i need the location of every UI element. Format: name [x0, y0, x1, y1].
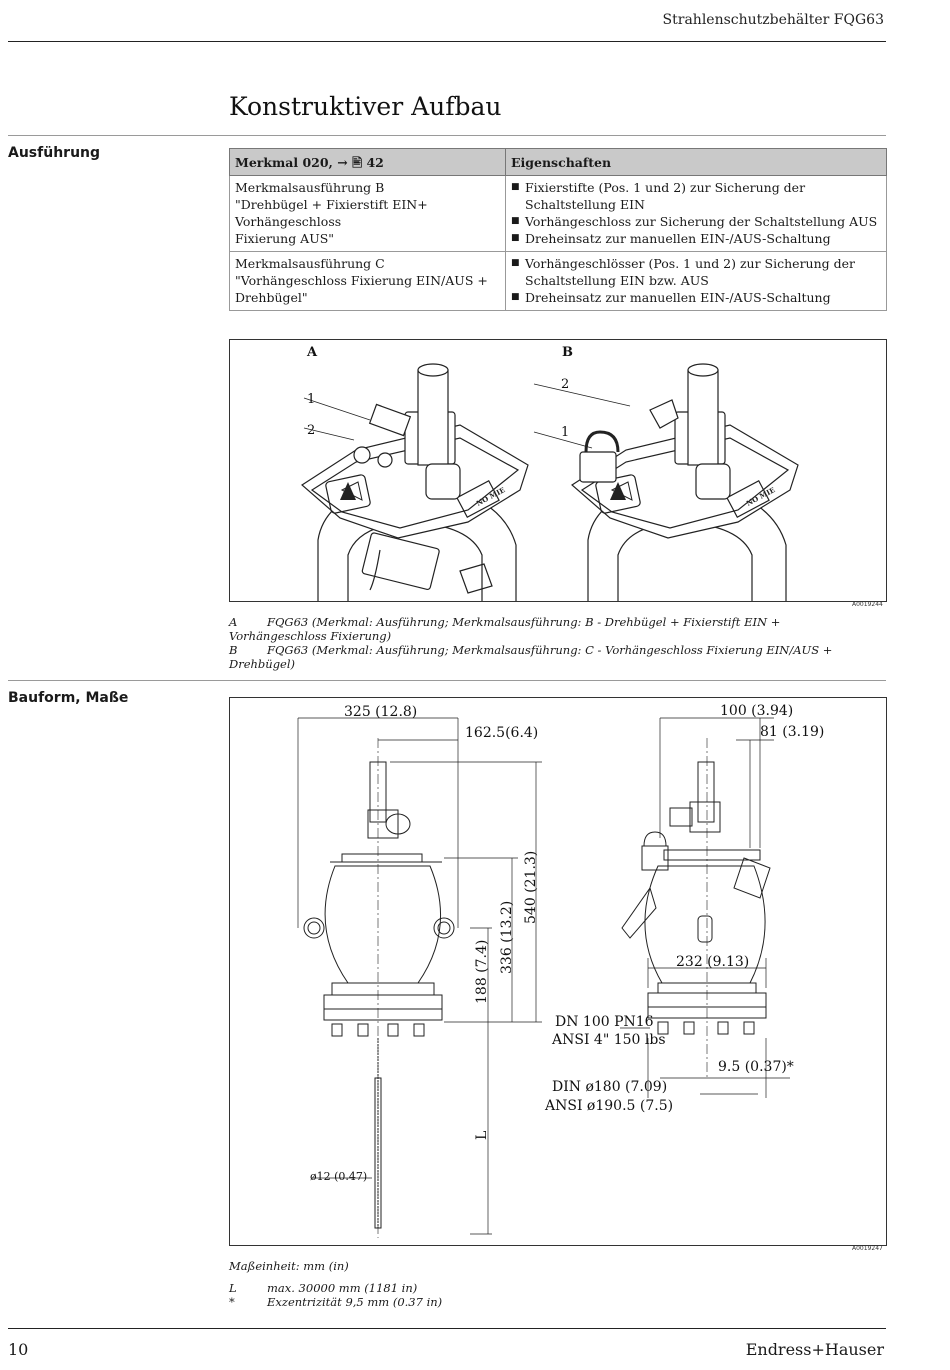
brand-name: Endress+Hauser: [745, 1340, 884, 1359]
callout-label: 2: [307, 423, 315, 438]
variant-a-drawing: [301, 363, 529, 601]
variant-b-drawing: [533, 363, 799, 601]
list-item: Fixierstifte (Pos. 1 und 2) zur Sicherun…: [511, 179, 881, 213]
section-title: Konstruktiver Aufbau: [229, 92, 502, 121]
section-rule: [8, 680, 886, 681]
dim-label: DIN ø180 (7.09): [552, 1079, 667, 1095]
header-rule: [8, 41, 886, 42]
caption-text: FQG63 (Merkmal: Ausführung; Merkmalsausf…: [229, 643, 833, 671]
page-number: 10: [8, 1340, 29, 1359]
variant-label-a: A: [306, 345, 318, 360]
table-cell: Merkmalsausführung C "Vorhängeschloss Fi…: [229, 251, 506, 311]
footer-rule: [8, 1328, 886, 1329]
document-title: Strahlenschutzbehälter FQG63: [662, 12, 884, 28]
dim-label: 162.5(6.4): [465, 725, 538, 741]
unit-note: Maßeinheit: mm (in): [229, 1259, 349, 1273]
list-item: Dreheinsatz zur manuellen EIN-/AUS-Schal…: [511, 289, 881, 306]
dim-label: 325 (12.8): [344, 704, 417, 720]
variant-drawing: NO MIE NO MIE A B 1 2 2 1: [301, 345, 799, 601]
cell-line: Merkmalsausführung C: [235, 256, 385, 271]
table-cell: Merkmalsausführung B "Drehbügel + Fixier…: [229, 175, 506, 252]
note-key: L: [229, 1281, 237, 1295]
cell-line: "Drehbügel + Fixierstift EIN+ Vorhängesc…: [235, 197, 428, 229]
variant-label-b: B: [562, 345, 573, 360]
cell-line: "Vorhängeschloss Fixierung EIN/AUS +: [235, 273, 488, 288]
note-key: *: [229, 1295, 235, 1309]
dim-label: ANSI 4" 150 lbs: [551, 1032, 666, 1048]
list-item: Dreheinsatz zur manuellen EIN-/AUS-Schal…: [511, 230, 881, 247]
caption-text: FQG63 (Merkmal: Ausführung; Merkmalsausf…: [229, 615, 781, 643]
dim-label: ANSI ø190.5 (7.5): [544, 1098, 673, 1114]
dimension-figure: 325 (12.8) 162.5(6.4) 540 (21.3) 336 (13…: [229, 697, 887, 1246]
bullet-list: Fixierstifte (Pos. 1 und 2) zur Sicherun…: [511, 179, 881, 247]
callout-label: 1: [307, 392, 315, 407]
bullet-list: Vorhängeschlösser (Pos. 1 und 2) zur Sic…: [511, 255, 881, 306]
list-item: Vorhängeschloss zur Sicherung der Schalt…: [511, 213, 881, 230]
dim-label: 540 (21.3): [523, 851, 539, 924]
dim-label: 100 (3.94): [720, 703, 793, 719]
table-header: Eigenschaften: [505, 148, 887, 176]
side-label-ausfuehrung: Ausführung: [8, 145, 101, 161]
dim-label: 336 (13.2): [499, 901, 515, 974]
cell-line: Merkmalsausführung B: [235, 180, 385, 195]
dim-label: 81 (3.19): [760, 724, 824, 740]
callout-label: 1: [561, 425, 569, 440]
cell-line: Drehbügel": [235, 290, 308, 305]
note-text: Exzentrizität 9,5 mm (0.37 in): [267, 1295, 443, 1309]
dim-label: ø12 (0.47): [310, 1170, 367, 1183]
figure-code: A0019247: [852, 1245, 883, 1252]
cell-line: Fixierung AUS": [235, 231, 335, 246]
caption-key: B: [229, 643, 238, 657]
dim-label: 188 (7.4): [474, 940, 490, 1004]
side-label-bauform: Bauform, Maße: [8, 690, 129, 706]
dim-label: DN 100 PN16: [555, 1014, 654, 1030]
dimension-drawing: 325 (12.8) 162.5(6.4) 540 (21.3) 336 (13…: [297, 703, 824, 1238]
figure-code: A0019244: [852, 601, 883, 608]
caption-key: A: [229, 615, 238, 629]
table-header-row: Merkmal 020, → 🖹 42 Eigenschaften: [229, 148, 887, 176]
list-item: Vorhängeschlösser (Pos. 1 und 2) zur Sic…: [511, 255, 881, 289]
table-row: Merkmalsausführung C "Vorhängeschloss Fi…: [229, 251, 887, 311]
table-header: Merkmal 020, → 🖹 42: [229, 148, 506, 176]
right-view: [621, 738, 771, 1078]
note-text: max. 30000 mm (1181 in): [267, 1281, 418, 1295]
section-rule: [8, 135, 886, 136]
table-cell: Fixierstifte (Pos. 1 und 2) zur Sicherun…: [505, 175, 887, 252]
trefoil-icon: [340, 481, 363, 501]
dim-label: L: [474, 1131, 490, 1140]
callout-label: 2: [561, 377, 569, 392]
trefoil-icon: [610, 481, 633, 501]
variant-figure: NO MIE NO MIE A B 1 2 2 1: [229, 339, 887, 602]
table-row: Merkmalsausführung B "Drehbügel + Fixier…: [229, 175, 887, 252]
left-view: [303, 738, 455, 1238]
dim-label: 232 (9.13): [676, 954, 749, 970]
dim-label: 9.5 (0.37)*: [718, 1059, 794, 1075]
feature-table: Merkmal 020, → 🖹 42 Eigenschaften Merkma…: [229, 148, 887, 311]
table-cell: Vorhängeschlösser (Pos. 1 und 2) zur Sic…: [505, 251, 887, 311]
